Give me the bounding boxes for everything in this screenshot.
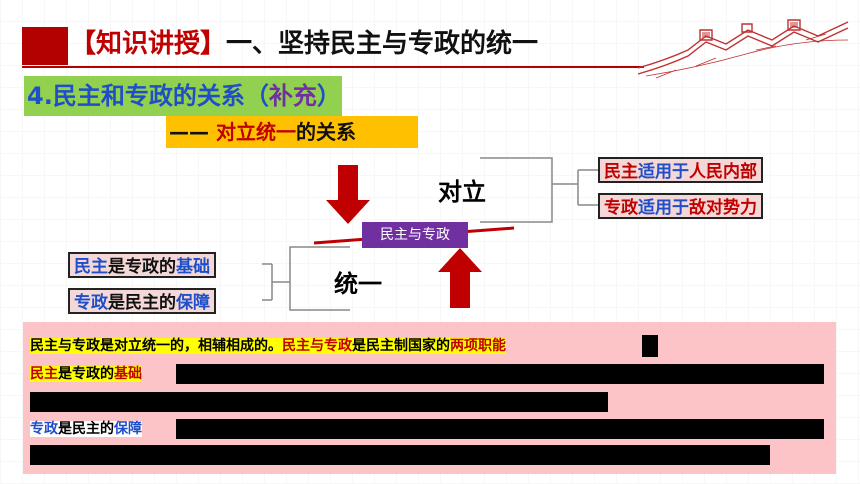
section-title-highlight: 补充: [268, 82, 317, 110]
unity-item-2-subject: 专政: [74, 293, 108, 313]
line2-object: 基础: [114, 366, 142, 382]
unity-item-2: 专政是民主的保障: [68, 288, 216, 314]
redaction-block: [642, 335, 658, 357]
subtitle-suffix: 的关系: [295, 120, 356, 144]
down-arrow: [326, 165, 370, 224]
unity-label: 统一: [334, 270, 382, 298]
line3-object: 保障: [114, 421, 142, 437]
opposition-item-1-object: 人民内部: [689, 162, 757, 182]
line2-subject: 民主: [30, 366, 58, 382]
up-arrow: [438, 248, 482, 308]
subtitle-dash: ——: [169, 120, 216, 144]
center-box: 民主与专政: [362, 222, 468, 248]
unity-item-1: 民主是专政的基础: [68, 252, 216, 278]
explanation-line-3: 专政是民主的保障: [30, 418, 142, 440]
line1-middle: 是民主制国家的: [352, 338, 450, 354]
opposition-item-2: 专政适用于敌对势力: [598, 193, 763, 219]
unity-item-1-subject: 民主: [74, 257, 108, 277]
unity-item-1-object: 基础: [176, 257, 210, 277]
header-red-block: [22, 27, 68, 65]
explanation-line-2: 民主是专政的基础: [30, 363, 142, 385]
section-title-suffix: ）: [316, 82, 341, 110]
unity-item-2-object: 保障: [176, 293, 210, 313]
header-title: 【知识讲授】一、坚持民主与专政的统一: [70, 24, 538, 64]
unity-bracket: [289, 246, 350, 311]
section-title: 4.民主和专政的关系（补充）: [24, 76, 342, 116]
header-title-text: 一、坚持民主与专政的统一: [226, 29, 539, 59]
great-wall-icon: [637, 19, 849, 79]
opposition-item-2-object: 敌对势力: [689, 198, 757, 218]
opposition-item-2-verb: 适用于: [638, 198, 689, 218]
unity-item-1-verb: 是专政的: [108, 257, 176, 277]
opposition-bracket: [480, 157, 553, 223]
header-bracket-text: 【知识讲授】: [70, 29, 227, 59]
line1-statement: 民主与专政是对立统一的，相辅相成的。: [30, 338, 282, 354]
redaction-block: [30, 445, 770, 465]
opposition-item-1-subject: 民主: [604, 162, 638, 182]
redaction-block: [176, 419, 824, 439]
redaction-block: [176, 364, 824, 384]
section-subtitle: —— 对立统一的关系: [166, 116, 418, 148]
line1-subject: 民主与专政: [282, 338, 352, 354]
opposition-item-1: 民主适用于人民内部: [598, 157, 763, 183]
explanation-line-1: 民主与专政是对立统一的，相辅相成的。民主与专政是民主制国家的两项职能: [30, 335, 506, 357]
header-underline: [22, 66, 644, 68]
line3-subject: 专政: [30, 421, 58, 437]
line3-middle: 是民主的: [58, 421, 114, 437]
opposition-label: 对立: [438, 178, 486, 206]
section-title-prefix: 4.民主和专政的关系（: [27, 82, 269, 110]
unity-item-2-verb: 是民主的: [108, 293, 176, 313]
opposition-item-2-subject: 专政: [604, 198, 638, 218]
line2-middle: 是专政的: [58, 366, 114, 382]
opposition-item-1-verb: 适用于: [638, 162, 689, 182]
line1-functions: 两项职能: [450, 338, 506, 354]
redaction-block: [30, 392, 608, 412]
subtitle-highlight: 对立统一: [215, 120, 296, 144]
